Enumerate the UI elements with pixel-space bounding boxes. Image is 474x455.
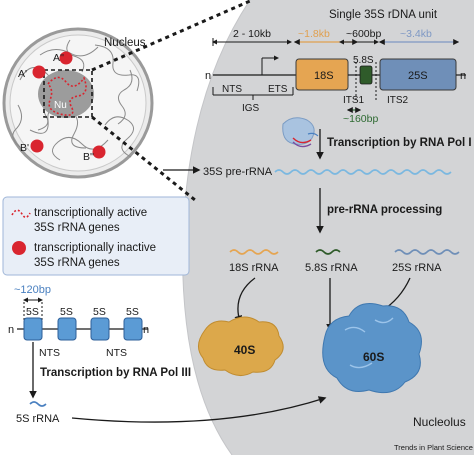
step-processing: pre-rRNA processing [327, 204, 442, 216]
end-left: n [205, 70, 211, 82]
five-s-seg-4: 5S [126, 306, 139, 318]
legend: transcriptionally active 35S rRNA genes … [2, 196, 190, 276]
subunit-60s: 60S [322, 303, 422, 394]
five-s-box-3 [90, 317, 110, 341]
red-dot-b1 [30, 139, 44, 153]
len-its: ~160bp [343, 113, 378, 125]
pre-rrna-label: 35S pre-rRNA [203, 166, 273, 178]
subunit-40s: 40S [198, 316, 284, 376]
legend-inactive-icon [12, 241, 26, 255]
journal-credit: Trends in Plant Science [394, 443, 473, 452]
seg-58s: 5.8S [353, 55, 374, 66]
active-genes-loop [46, 76, 87, 116]
legend-active-line1: transcriptionally active [34, 207, 147, 219]
zoom-box [43, 69, 93, 118]
seg-25s: 25S [408, 70, 428, 82]
len-nts: 2 - 10kb [233, 28, 271, 40]
step-pol3: Transcription by RNA Pol III [40, 367, 191, 379]
rdna-unit-title: Single 35S rDNA unit [329, 9, 438, 21]
rrna-18s: 18S rRNA [229, 262, 279, 274]
red-dot-a2 [59, 51, 73, 65]
rna-pol-i-icon [282, 117, 319, 148]
label-its2: ITS2 [387, 95, 409, 106]
five-s-wave [29, 401, 47, 407]
rrna-5s: 5S rRNA [16, 413, 60, 425]
legend-inactive-line1: transcriptionally inactive [34, 242, 156, 254]
five-s-end-left: n [8, 324, 14, 336]
rdna-unit: n 18S 5.8S 25S n NTS ETS IGS ITS1 ITS2 ~… [205, 55, 466, 125]
len-5s: ~120bp [14, 284, 51, 296]
step-pol1: Transcription by RNA Pol I [327, 137, 472, 149]
five-s-seg-1: 5S [26, 306, 39, 318]
box-58s [359, 65, 373, 85]
five-s-nts-2: NTS [106, 347, 127, 359]
label-40s: 40S [234, 343, 255, 357]
nucleolus-core [38, 70, 94, 118]
red-dot-a1 [32, 65, 46, 79]
arrow-5s-to-60s [71, 396, 327, 423]
wave-18s [229, 249, 279, 255]
label-b2: B'' [83, 151, 94, 163]
label-ets: ETS [268, 84, 288, 95]
pre-rrna-wave [274, 169, 452, 175]
five-s-end-right: n [143, 324, 149, 336]
red-dot-b2 [92, 145, 106, 159]
five-s-nts-1: NTS [39, 347, 60, 359]
legend-active-icon [11, 209, 31, 219]
label-a2: A'' [53, 52, 64, 64]
rrna-products: 18S rRNA 5.8S rRNA 25S rRNA [229, 249, 460, 274]
five-s-seg-3: 5S [93, 306, 106, 318]
rrna-25s: 25S rRNA [392, 262, 442, 274]
len-18s: ~1.8kb [298, 28, 330, 40]
five-s-box-4 [123, 317, 143, 341]
five-s-array: ~120bp n 5S 5S 5S 5S n NTS NTS [8, 284, 149, 359]
five-s-box-2 [57, 317, 77, 341]
label-igs: IGS [242, 103, 260, 114]
end-right: n [460, 70, 466, 82]
label-its1: ITS1 [343, 95, 365, 106]
nucleus-cell: Nucleus A'' A' Nu B' B'' [2, 27, 154, 179]
len-58s: ~600bp [346, 28, 381, 40]
legend-active-line2: 35S rRNA genes [34, 222, 120, 234]
len-25s: ~3.4kb [400, 28, 432, 40]
length-annotations: 2 - 10kb ~1.8kb ~600bp ~3.4kb [212, 28, 460, 46]
nucleolus-label: Nucleolus [413, 415, 466, 429]
zoom-line-bottom [91, 115, 196, 202]
label-b1: B' [20, 142, 29, 154]
five-s-box-1 [23, 317, 43, 341]
label-nu: Nu [54, 100, 67, 111]
label-a1: A' [18, 68, 27, 80]
legend-inactive-line2: 35S rRNA genes [34, 257, 120, 269]
rrna-58s: 5.8S rRNA [305, 262, 358, 274]
five-s-seg-2: 5S [60, 306, 73, 318]
label-60s: 60S [363, 350, 384, 364]
wave-58s [315, 249, 341, 255]
nucleus-label: Nucleus [104, 37, 146, 49]
seg-18s: 18S [314, 70, 334, 82]
label-nts: NTS [222, 84, 242, 95]
wave-25s [394, 249, 460, 255]
